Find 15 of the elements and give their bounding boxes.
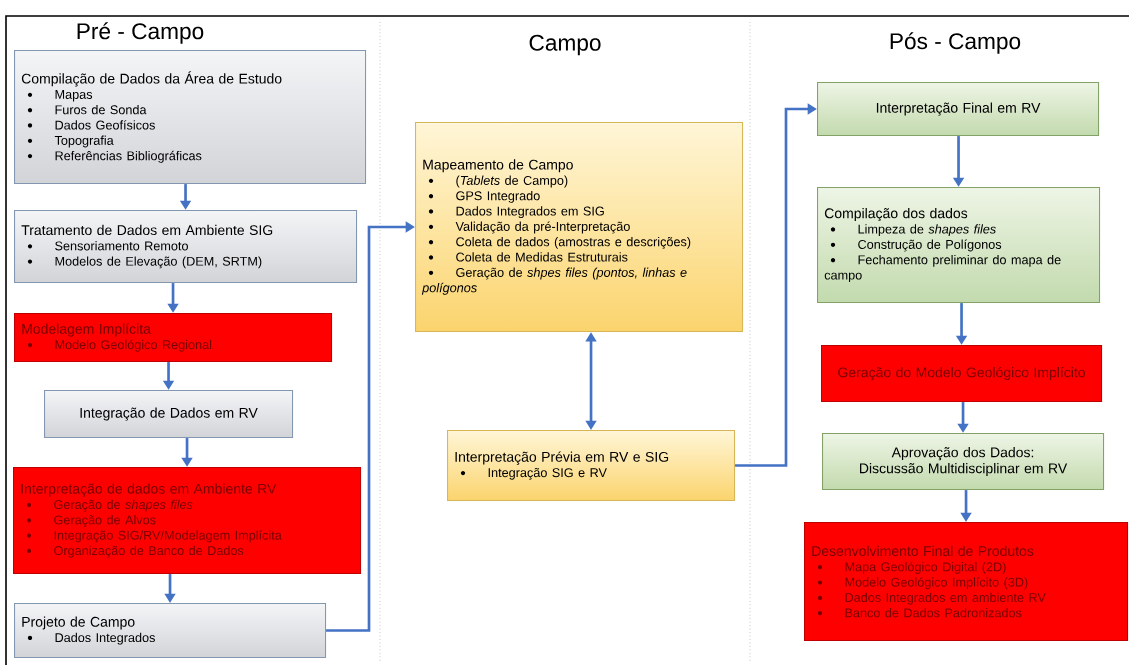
process-box: Geração do Modelo Geológico Implícito	[821, 345, 1103, 403]
column-heading: Pós - Campo	[890, 32, 1021, 54]
process-box: Interpretação Final em RV	[817, 82, 1100, 137]
process-box: Integração de Dados em RV	[44, 390, 294, 439]
process-box: Interpretação de dados em Ambiente RV Geração de shapes files Geração de Alvos Integração SIG/RV/Modelagem Implícita Organização de Banco de Dados	[13, 467, 362, 575]
process-box: Compilação dos dados Limpeza de shapes files Construção de Polígonos Fechamento preliminar do mapa de campo	[817, 187, 1101, 304]
process-box: Compilação de Dados da Área de Estudo Mapas Furos de Sonda Dados Geofísicos Topografia Referências Bibliográficas	[14, 50, 367, 185]
process-box: Tratamento de Dados em Ambiente SIG Sensoriamento Remoto Modelos de Elevação (DEM, SRTM)	[14, 210, 358, 284]
process-box: Interpretação Prévia em RV e SIG Integração SIG e RV	[447, 430, 736, 502]
process-box: Projeto de Campo Dados Integrados	[14, 603, 327, 659]
process-box: Desenvolvimento Final de Produtos Mapa Geológico Digital (2D) Modelo Geológico Implícito (3D) Dados Integrados em ambiente RV Banco de Dados Padronizados	[804, 522, 1129, 642]
process-box: Modelagem Implícita Modelo Geológico Regional	[14, 313, 333, 363]
column-heading: Campo	[529, 34, 601, 56]
process-box: Aprovação dos Dados: Discussão Multidisciplinar em RV	[822, 433, 1105, 491]
process-box: Mapeamento de Campo (Tablets de Campo) GPS Integrado Dados Integrados em SIG Validação da pré-Interpretação Coleta de dados (amostras e descrições) Coleta de Medidas Estruturais Geração de shpes files (pontos, linhas e polígonos	[415, 122, 744, 333]
